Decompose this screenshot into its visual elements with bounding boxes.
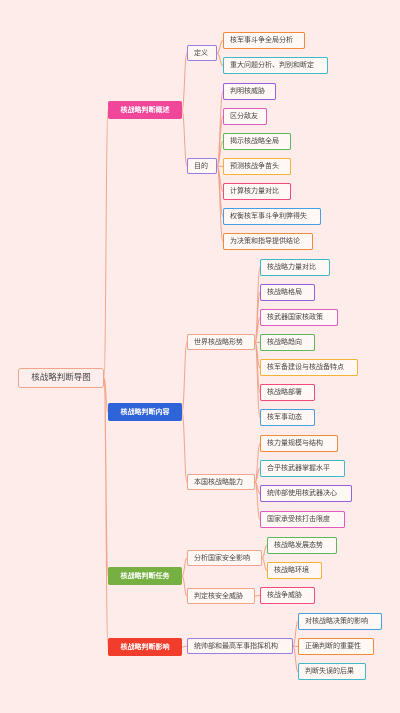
leaf-national-4-label: 国家承受核打击限度 [267, 515, 330, 523]
leaf-purpose-5[interactable]: 计算核力量对比 [223, 183, 291, 200]
branch-content[interactable]: 核战略判断内容 [108, 403, 182, 421]
leaf-purpose-3-label: 揭示核战略全局 [230, 137, 279, 145]
connector-4 [181, 52, 188, 111]
leaf-impact-2-label: 核战略环境 [274, 566, 309, 574]
connector-14 [216, 165, 224, 242]
leaf-purpose-3[interactable]: 揭示核战略全局 [223, 133, 291, 150]
connector-17 [254, 267, 261, 343]
leaf-threat-1-label: 核战争威胁 [267, 591, 302, 599]
leaf-command-3[interactable]: 判断失误的后果 [298, 663, 366, 680]
connector-23 [254, 341, 261, 418]
leaf-world-3-label: 核武器国家核政策 [267, 313, 323, 321]
leaf-def-2[interactable]: 重大问题分析、判别和断定 [223, 57, 328, 74]
leaf-purpose-4-label: 预测核战争苗头 [230, 162, 279, 170]
node-security-impact[interactable]: 分析国家安全影响 [187, 550, 262, 566]
leaf-command-2-label: 正确判断的重要性 [305, 642, 361, 650]
branch-content-label: 核战略判断内容 [120, 407, 170, 416]
leaf-world-4[interactable]: 核战略趋向 [260, 334, 315, 351]
leaf-national-3[interactable]: 统帅部使用核武器决心 [260, 485, 352, 502]
leaf-purpose-7-label: 为决策和指导提供结论 [230, 237, 300, 245]
node-definition[interactable]: 定义 [187, 45, 217, 61]
leaf-impact-1[interactable]: 核战略发展态势 [267, 537, 337, 554]
leaf-purpose-2-label: 区分敌友 [230, 112, 258, 120]
leaf-purpose-2[interactable]: 区分敌友 [223, 108, 267, 125]
leaf-national-1-label: 核力量规模与结构 [267, 439, 323, 447]
leaf-impact-2[interactable]: 核战略环境 [267, 562, 322, 579]
node-security-threat-label: 判定核安全威胁 [194, 591, 243, 600]
leaf-threat-1[interactable]: 核战争威胁 [260, 587, 315, 604]
leaf-command-1[interactable]: 对核战略决策的影响 [298, 613, 382, 630]
leaf-command-1-label: 对核战略决策的影响 [305, 617, 368, 625]
node-command-label: 统帅部和最高军事指挥机构 [194, 641, 278, 650]
leaf-impact-1-label: 核战略发展态势 [274, 541, 323, 549]
connector-15 [181, 341, 188, 413]
leaf-national-2[interactable]: 合乎核武器掌握水平 [260, 460, 345, 477]
branch-influence-label: 核战略判断影响 [120, 642, 170, 651]
node-security-threat[interactable]: 判定核安全威胁 [187, 588, 255, 604]
root-node[interactable]: 核战略判断导图 [18, 368, 104, 388]
node-purpose[interactable]: 目的 [187, 158, 217, 174]
leaf-national-3-label: 统帅部使用核武器决心 [267, 489, 337, 497]
leaf-purpose-4[interactable]: 预测核战争苗头 [223, 158, 291, 175]
branch-task[interactable]: 核战略判断任务 [108, 567, 182, 585]
leaf-def-1-label: 核军事斗争全局分析 [230, 36, 293, 44]
node-purpose-label: 目的 [194, 161, 208, 170]
branch-overview-label: 核战略判断概述 [120, 105, 170, 114]
node-command[interactable]: 统帅部和最高军事指挥机构 [187, 638, 293, 654]
connector-5 [181, 109, 188, 167]
leaf-world-7[interactable]: 核军事动态 [260, 409, 315, 426]
node-national-capability[interactable]: 本国核战略能力 [187, 474, 255, 490]
leaf-command-3-label: 判断失误的后果 [305, 667, 354, 675]
leaf-world-6-label: 核战略部署 [267, 388, 302, 396]
branch-task-label: 核战略判断任务 [120, 571, 170, 580]
branch-influence[interactable]: 核战略判断影响 [108, 638, 182, 656]
connector-8 [216, 91, 224, 167]
leaf-world-6[interactable]: 核战略部署 [260, 384, 315, 401]
leaf-national-2-label: 合乎核武器掌握水平 [267, 464, 330, 472]
root-node-label: 核战略判断导图 [31, 372, 91, 383]
leaf-def-2-label: 重大问题分析、判别和断定 [230, 61, 314, 69]
leaf-world-3[interactable]: 核武器国家核政策 [260, 309, 338, 326]
node-world-situation-label: 世界核战略形势 [194, 337, 243, 346]
leaf-purpose-5-label: 计算核力量对比 [230, 187, 279, 195]
leaf-def-1[interactable]: 核军事斗争全局分析 [223, 32, 305, 49]
leaf-command-2[interactable]: 正确判断的重要性 [298, 638, 374, 655]
leaf-purpose-1[interactable]: 判明核威胁 [223, 83, 276, 100]
leaf-world-5[interactable]: 核军备建设与核战备特点 [260, 359, 358, 376]
leaf-purpose-6[interactable]: 权衡核军事斗争利弊得失 [223, 208, 321, 225]
connector-16 [181, 411, 188, 483]
node-world-situation[interactable]: 世界核战略形势 [187, 334, 255, 350]
leaf-world-2-label: 核战略格局 [267, 288, 302, 296]
node-national-capability-label: 本国核战略能力 [194, 477, 243, 486]
leaf-purpose-7[interactable]: 为决策和指导提供结论 [223, 233, 313, 250]
leaf-world-1-label: 核战略力量对比 [267, 263, 316, 271]
leaf-national-1[interactable]: 核力量规模与结构 [260, 435, 338, 452]
node-definition-label: 定义 [194, 48, 208, 57]
leaf-world-5-label: 核军备建设与核战备特点 [267, 363, 344, 371]
leaf-national-4[interactable]: 国家承受核打击限度 [260, 511, 345, 528]
leaf-world-1[interactable]: 核战略力量对比 [260, 259, 330, 276]
leaf-purpose-6-label: 权衡核军事斗争利弊得失 [230, 212, 307, 220]
leaf-purpose-1-label: 判明核威胁 [230, 87, 265, 95]
node-security-impact-label: 分析国家安全影响 [194, 553, 250, 562]
leaf-world-2[interactable]: 核战略格局 [260, 284, 315, 301]
leaf-world-7-label: 核军事动态 [267, 413, 302, 421]
leaf-world-4-label: 核战略趋向 [267, 338, 302, 346]
branch-overview[interactable]: 核战略判断概述 [108, 101, 182, 119]
connector-0 [103, 109, 109, 379]
